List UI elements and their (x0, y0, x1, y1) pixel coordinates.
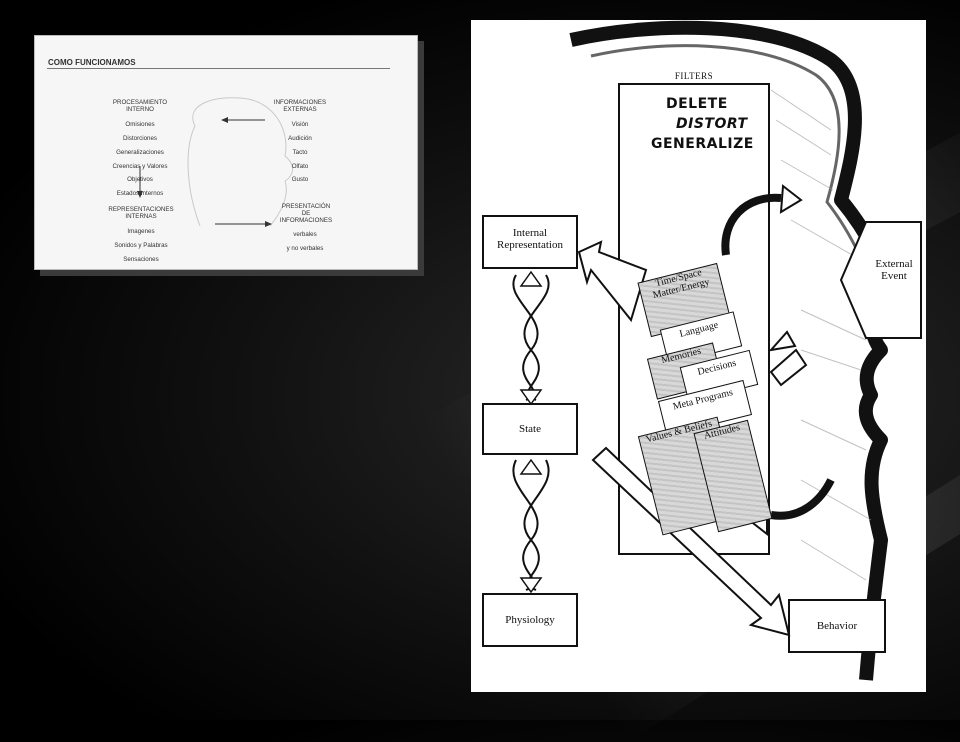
information-presentation-heading: PRESENTACIÓN DE INFORMACIONES (279, 203, 333, 224)
internal-representations-heading: REPRESENTACIONES INTERNAS (108, 206, 174, 220)
internal-representations-list: Imagenes Sonidos y Palabras Sensaciones (99, 222, 183, 271)
head-outline-icon (137, 97, 293, 227)
to-internal-representation-arrow (577, 240, 648, 323)
list-item: Imagenes (127, 227, 155, 235)
list-item: Olfato (291, 162, 309, 170)
list-item: y no verbales (286, 244, 324, 252)
external-information-heading: INFORMACIONES EXTERNAS (273, 99, 327, 113)
nlp-communication-model-diagram: FILTERS DELETE DISTORT GENERALIZE Intern… (471, 20, 926, 692)
filter-distort: DISTORT (676, 116, 748, 132)
internal-processing-list: Omisiones Distorciones Generalizaciones … (99, 115, 181, 205)
internal-processing-heading: PROCESAMIENTO INTERNO (112, 99, 168, 113)
physiology-box (482, 593, 578, 647)
list-item: Gusto (291, 176, 309, 184)
list-item: Tacto (292, 148, 308, 156)
title-underline (47, 68, 390, 69)
filters-title: FILTERS (674, 71, 714, 81)
list-item: Visión (291, 120, 309, 128)
external-information-list: Visión Audición Tacto Olfato Gusto (275, 115, 325, 191)
internal-representation-label: Internal Representation (497, 227, 563, 252)
list-item: verbales (293, 230, 317, 238)
diagram-title: COMO FUNCIONAMOS (48, 58, 136, 67)
physiology-label: Physiology (505, 614, 555, 626)
list-item: Estados Internos (116, 190, 164, 198)
behavior-label: Behavior (816, 620, 858, 632)
diagram-graphics (482, 20, 922, 681)
external-event-label: External Event (875, 258, 913, 283)
information-presentation-list: verbales y no verbales (275, 225, 335, 260)
behavior-box (788, 599, 886, 653)
to-behavior-arrow (591, 446, 791, 637)
como-funcionamos-diagram: COMO FUNCIONAMOS PROCESAMIENTO INTERNO O… (34, 35, 418, 270)
list-item: Creencias y Valores (112, 162, 168, 170)
list-item: Sensaciones (123, 255, 159, 263)
state-box (482, 403, 578, 455)
list-item: Omisiones (125, 120, 155, 128)
list-item: Distorciones (122, 134, 158, 142)
list-item: Generalizaciones (116, 148, 164, 156)
list-item: Audición (288, 134, 312, 142)
external-event-arrow (839, 221, 922, 339)
state-label: State (519, 423, 541, 435)
list-item: Sonidos y Palabras (114, 241, 168, 249)
internal-representation-box (482, 215, 578, 269)
filter-generalize: GENERALIZE (651, 136, 754, 152)
list-item: Objetivos (127, 176, 153, 184)
filter-delete: DELETE (666, 96, 728, 112)
